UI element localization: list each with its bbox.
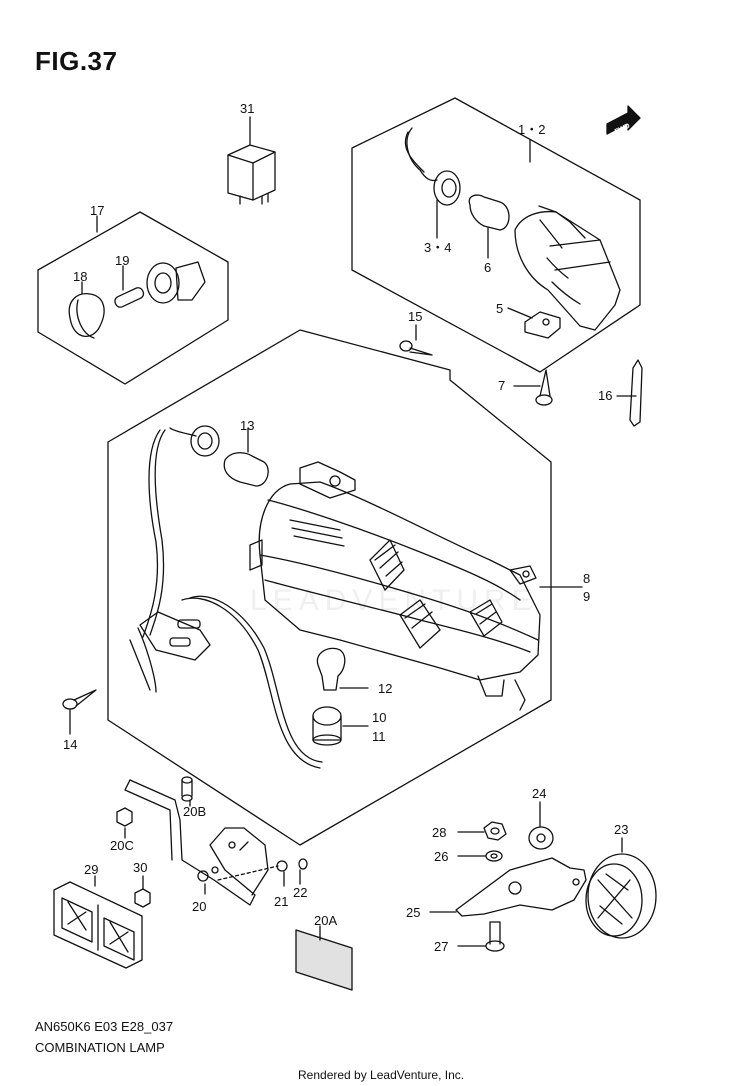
label-26: 26 [434,849,448,864]
label-18: 18 [73,269,87,284]
label-6: 6 [484,260,491,275]
label-1-2: 1・2 [518,122,545,137]
label-9: 9 [583,589,590,604]
nut-28 [457,821,507,841]
reflector-23 [585,837,657,939]
label-27: 27 [434,939,448,954]
leader-lines [94,139,583,895]
screw-14 [62,689,97,735]
fwd-arrow-icon [606,105,641,135]
license-bulb-parts [68,261,206,339]
diagram-name: COMBINATION LAMP [35,1040,165,1055]
group-box-turn-signal [351,97,641,373]
label-23: 23 [614,822,628,837]
bolt-27 [457,921,505,952]
grommet-24 [528,801,554,850]
label-13: 13 [240,418,254,433]
label-24: 24 [532,786,546,801]
turn-signal-assembly [404,127,621,339]
combination-lamp-housing [249,461,541,711]
label-30: 30 [133,860,147,875]
label-5: 5 [496,301,503,316]
relay-31 [227,116,276,205]
bulb-12 [316,647,369,691]
nut-20c [116,807,133,827]
screw-15 [399,324,433,356]
label-20a [295,925,353,991]
label-10: 10 [372,710,386,725]
license-bracket-20 [124,779,308,906]
label-20: 20 [192,899,206,914]
label-22: 22 [293,885,307,900]
lamp-bracket-25 [429,857,587,917]
nut-30 [134,888,151,908]
group-box-license-bulb [37,211,229,385]
model-code: AN650K6 E03 E28_037 [35,1019,174,1034]
label-15: 15 [408,309,422,324]
watermark: LEADVENTURE [250,584,538,617]
part-labels: 31 1・2 3・4 6 5 17 18 19 15 7 16 13 8 9 1… [63,101,628,954]
label-8: 8 [583,571,590,586]
reflector-29 [53,881,143,969]
lamp-harness [129,429,323,769]
label-25: 25 [406,905,420,920]
screw-7 [513,369,553,406]
label-20a: 20A [314,913,337,928]
label-17: 17 [90,203,104,218]
socket-10-11 [312,706,369,746]
label-21: 21 [274,894,288,909]
label-19: 19 [115,253,129,268]
figure-title: FIG.37 [35,46,118,76]
label-14: 14 [63,737,77,752]
label-7: 7 [498,378,505,393]
bolt-20b [181,776,193,802]
label-28: 28 [432,825,446,840]
label-12: 12 [378,681,392,696]
label-20c: 20C [110,838,134,853]
label-29: 29 [84,862,98,877]
washer-26 [457,850,503,862]
bracket-16 [616,359,643,427]
label-16: 16 [598,388,612,403]
label-20b: 20B [183,804,206,819]
socket-13 [169,425,269,487]
group-box-main-lamp [107,329,552,846]
label-31: 31 [240,101,254,116]
label-11: 11 [372,729,386,744]
render-credit: Rendered by LeadVenture, Inc. [298,1068,465,1082]
label-3-4: 3・4 [424,240,451,255]
